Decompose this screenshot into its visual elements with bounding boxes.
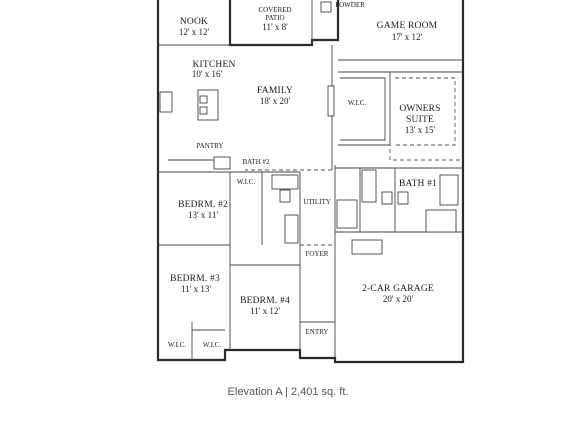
room-name-wic-owners: W.I.C. — [348, 99, 366, 107]
room-labels: NOOK 12' x 12' COVERED PATIO 11' x 8' PO… — [168, 1, 441, 349]
room-dims-bedrm-2: 13' x 11' — [188, 210, 218, 220]
tub-bath-2 — [284, 214, 299, 244]
plan-caption: Elevation A | 2,401 sq. ft. — [227, 386, 349, 398]
kitchen-island — [197, 89, 219, 121]
vanity-bath-2 — [271, 174, 299, 190]
room-dims-game-room: 17' x 12' — [392, 32, 423, 42]
room-name-powder: POWDER — [335, 1, 365, 9]
toilet-bath-1 — [381, 191, 393, 205]
bathtub — [439, 174, 459, 206]
room-dims-garage: 20' x 20' — [383, 294, 414, 304]
fixtures — [159, 1, 459, 255]
room-dims-family: 18' x 20' — [260, 96, 291, 106]
room-dims-kitchen: 10' x 16' — [192, 69, 223, 79]
fireplace — [327, 85, 335, 117]
room-name-bedrm-3: BEDRM. #3 — [170, 274, 220, 284]
room-name-foyer: FOYER — [306, 250, 329, 258]
room-name-bedrm-2: BEDRM. #2 — [178, 200, 228, 210]
room-name-pantry: PANTRY — [197, 142, 224, 150]
room-dims-bedrm-3: 11' x 13' — [181, 284, 211, 294]
kitchen-range — [159, 91, 173, 113]
room-name-bath-2: BATH #2 — [242, 158, 270, 166]
ceiling-lines — [245, 72, 460, 246]
room-name-entry: ENTRY — [306, 328, 329, 336]
room-name-covered-patio-2: PATIO — [265, 14, 284, 22]
room-name-utility: UTILITY — [303, 198, 331, 206]
room-dims-nook: 12' x 12' — [179, 27, 210, 37]
room-name-bath-1: BATH #1 — [399, 179, 437, 189]
vanity — [361, 169, 377, 203]
room-dims-covered-patio: 11' x 8' — [262, 22, 288, 32]
room-name-garage: 2-CAR GARAGE — [362, 284, 434, 294]
toilet-bath-2 — [279, 189, 291, 203]
powder-toilet — [320, 1, 332, 13]
shower — [425, 209, 457, 233]
room-name-wic-bed3a: W.I.C. — [168, 341, 186, 349]
room-name-game-room: GAME ROOM — [377, 21, 438, 31]
room-dims-owners-suite: 13' x 15' — [405, 125, 436, 135]
room-name-family: FAMILY — [257, 86, 293, 96]
room-name-wic-bed2: W.I.C. — [237, 178, 255, 186]
refrigerator — [213, 156, 231, 170]
room-dims-bedrm-4: 11' x 12' — [250, 306, 280, 316]
room-name-wic-bed3b: W.I.C. — [203, 341, 221, 349]
toilet-bath-1b — [397, 191, 409, 205]
room-name-nook: NOOK — [180, 17, 208, 27]
room-name-owners-suite-2: SUITE — [406, 115, 434, 125]
room-name-kitchen: KITCHEN — [192, 60, 235, 70]
garage-water-heater — [351, 239, 383, 255]
room-name-owners-suite-1: OWNERS — [399, 104, 440, 114]
room-name-covered-patio-1: COVERED — [258, 6, 291, 14]
room-name-bedrm-4: BEDRM. #4 — [240, 296, 290, 306]
washer-dryer — [336, 199, 358, 229]
